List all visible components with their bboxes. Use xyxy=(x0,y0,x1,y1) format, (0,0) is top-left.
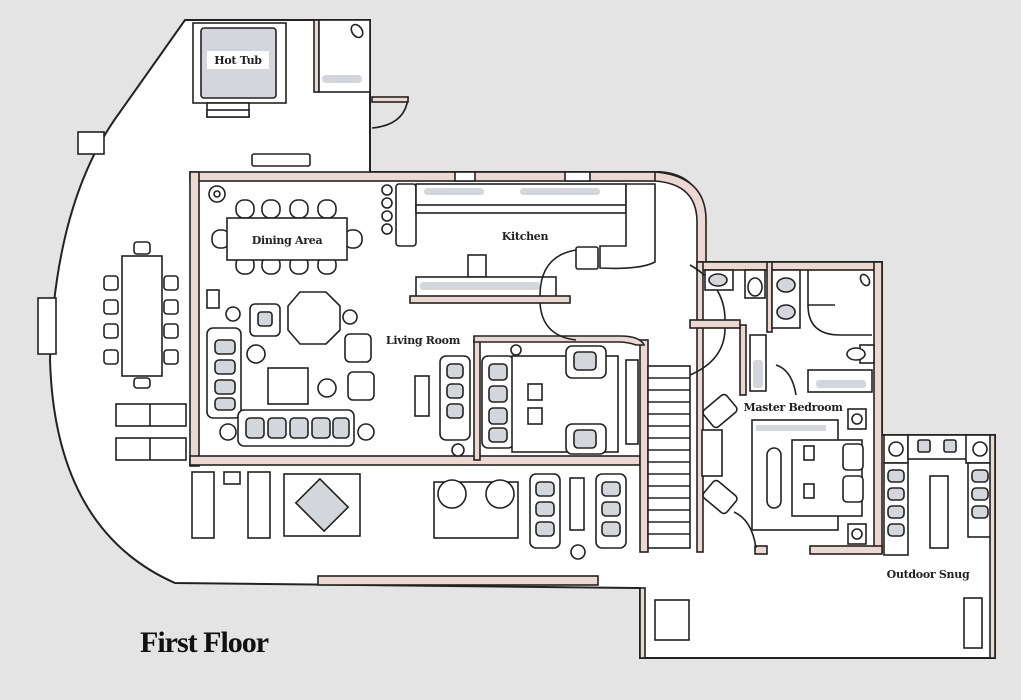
bed xyxy=(751,419,864,531)
sofa-bottom xyxy=(237,409,355,447)
room-label-outdoor-snug: Outdoor Snug xyxy=(887,568,970,581)
outdoor-table xyxy=(103,241,179,389)
dining-table: Dining Area xyxy=(211,199,363,275)
room-label-kitchen: Kitchen xyxy=(502,230,549,243)
floor-title: First Floor xyxy=(140,626,269,659)
room-label-master-bedroom: Master Bedroom xyxy=(743,401,843,414)
room-label-living-room: Living Room xyxy=(386,334,461,347)
sofa-left xyxy=(206,327,242,419)
hot-tub: Hot Tub xyxy=(192,22,287,118)
staircase xyxy=(647,365,691,549)
room-label-hot-tub: Hot Tub xyxy=(214,54,262,67)
room-label-dining-area: Dining Area xyxy=(252,234,323,247)
